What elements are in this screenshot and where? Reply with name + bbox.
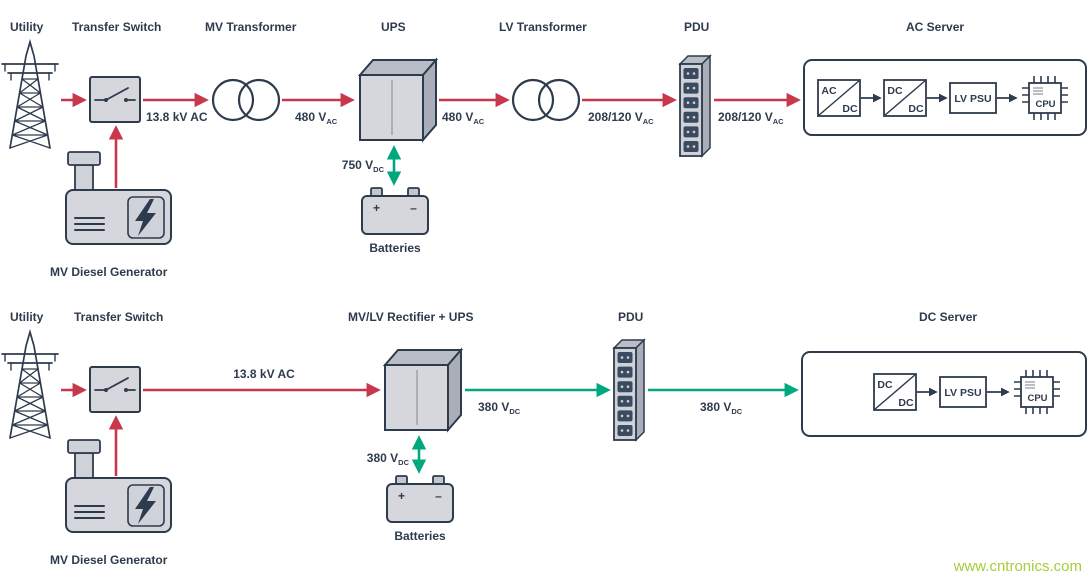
voltage-380vdc-label-2: 380 VDC — [700, 400, 743, 416]
utility-label: Utility — [10, 310, 44, 324]
pdu-label: PDU — [618, 310, 643, 324]
batteries-label: Batteries — [394, 529, 446, 543]
rectifier-ups-label: MV/LV Rectifier + UPS — [348, 310, 473, 324]
ac-architecture: Utility Transfer Switch 13.8 kV AC MV Tr… — [1, 20, 1087, 279]
converter-out-label: DC — [842, 103, 858, 115]
dc-architecture: Utility Transfer Switch 13.8 kV AC MV/LV… — [1, 310, 1087, 567]
lv-psu-box: LV PSU — [939, 376, 987, 408]
voltage-208-120vac-label-1: 208/120 VAC — [588, 110, 654, 126]
ac-server-label: AC Server — [906, 20, 964, 34]
batteries-icon — [361, 187, 429, 235]
converter-out-label: DC — [898, 397, 914, 409]
utility-tower-icon — [1, 41, 59, 149]
batteries-icon — [386, 475, 454, 523]
dc-server-label: DC Server — [919, 310, 977, 324]
ac-dc-converter-icon: AC DC — [817, 79, 861, 117]
dc-dc-converter-icon: DC DC — [873, 373, 917, 411]
voltage-380vdc-label-1: 380 VDC — [478, 400, 521, 416]
lv-transformer-icon — [511, 78, 581, 122]
pdu-icon — [679, 55, 711, 157]
mv-transformer-label: MV Transformer — [205, 20, 297, 34]
generator-label: MV Diesel Generator — [50, 553, 168, 567]
dc-dc-converter-icon: DC DC — [883, 79, 927, 117]
transfer-switch-icon — [89, 76, 141, 123]
voltage-13-8kv-label: 13.8 kV AC — [233, 367, 295, 381]
lv-transformer-label: LV Transformer — [499, 20, 587, 34]
converter-out-label: DC — [908, 103, 924, 115]
ups-icon — [357, 57, 439, 143]
converter-in-label: DC — [887, 85, 903, 97]
converter-in-label: DC — [877, 379, 893, 391]
transfer-switch-label: Transfer Switch — [72, 20, 161, 34]
voltage-750vdc-label: 750 VDC — [342, 158, 385, 174]
voltage-380vdc-battery-label: 380 VDC — [367, 451, 410, 467]
transfer-switch-icon — [89, 366, 141, 413]
pdu-icon — [613, 339, 645, 441]
cpu-chip-icon — [1021, 75, 1069, 121]
pdu-label: PDU — [684, 20, 709, 34]
mv-transformer-icon — [211, 78, 281, 122]
dc-server-box: DC DC LV PSU — [801, 351, 1087, 437]
voltage-480vac-label-2: 480 VAC — [442, 110, 485, 126]
generator-label: MV Diesel Generator — [50, 265, 168, 279]
voltage-13-8kv-label: 13.8 kV AC — [146, 110, 208, 124]
diesel-generator-icon — [65, 439, 172, 533]
lv-psu-label: LV PSU — [954, 93, 991, 105]
transfer-switch-label: Transfer Switch — [74, 310, 163, 324]
ac-server-box: AC DC DC DC LV PSU — [803, 59, 1087, 136]
lv-psu-label: LV PSU — [944, 387, 981, 399]
lv-psu-box: LV PSU — [949, 82, 997, 114]
converter-in-label: AC — [821, 85, 837, 97]
voltage-208-120vac-label-2: 208/120 VAC — [718, 110, 784, 126]
utility-tower-icon — [1, 331, 59, 439]
rectifier-ups-icon — [382, 347, 464, 433]
utility-label: Utility — [10, 20, 44, 34]
ups-label: UPS — [381, 20, 406, 34]
diesel-generator-icon — [65, 151, 172, 245]
batteries-label: Batteries — [369, 241, 421, 255]
cpu-chip-icon — [1013, 369, 1061, 415]
voltage-480vac-label-1: 480 VAC — [295, 110, 338, 126]
watermark: www.cntronics.com — [953, 558, 1082, 575]
